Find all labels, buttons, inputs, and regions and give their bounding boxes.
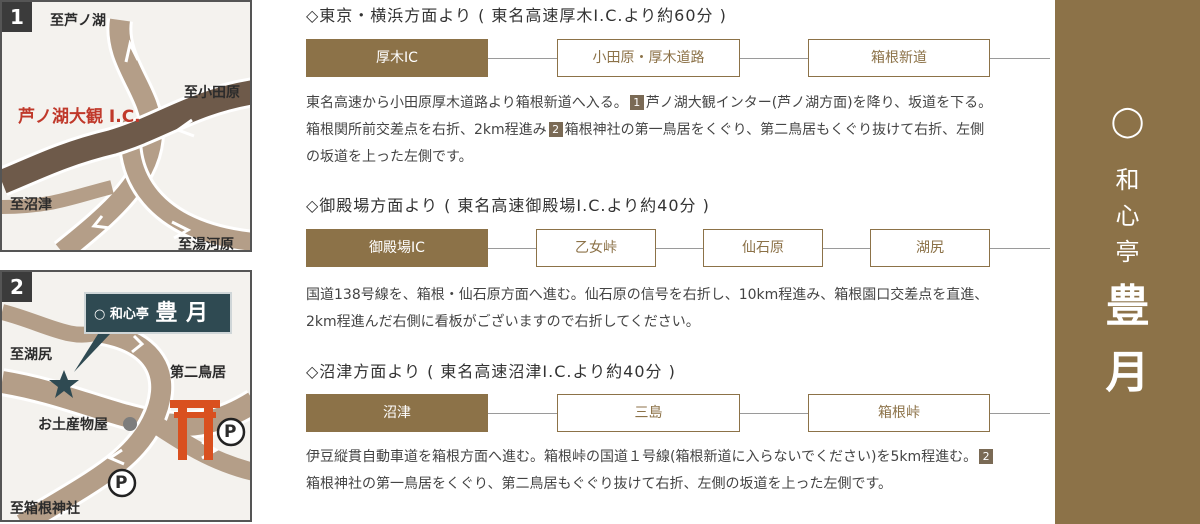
brand-name-small-1: 和: [1115, 166, 1140, 194]
brand-name-small-2: 心: [1115, 202, 1140, 230]
brand-name-big-1: 豊: [1105, 281, 1150, 332]
label-to-ashinoko: 至芦ノ湖: [50, 13, 106, 29]
route-1-step-2: 小田原・厚木道路: [557, 39, 740, 77]
sign-name-small: 和心亭: [109, 307, 149, 322]
route-3-description: 伊豆縦貫自動車道を箱根方面へ進む。箱根峠の国道１号線(箱根新道に入らないでくださ…: [306, 444, 996, 498]
route-2-step-4: 湖尻: [870, 229, 990, 267]
route-2-steps: 御殿場IC 乙女峠 仙石原 湖尻: [306, 229, 1050, 267]
route-1-desc-part: 箱根神社の第一鳥居をくぐり、第二鳥居もくぐり抜けて右折、左側の坂道を上った左側で…: [306, 122, 985, 165]
map-ref-2-badge: 2: [548, 122, 563, 137]
brand-panel: ◯ 和 心 亭 豊 月: [1055, 0, 1200, 524]
destination-star-icon: [49, 370, 79, 398]
route-2-desc-part: 国道138号線を、箱根・仙石原方面へ進む。仙石原の信号を右折し、10km程進み、…: [306, 287, 989, 330]
map-1-number: 1: [2, 2, 32, 32]
brand-name-big-2: 月: [1105, 347, 1150, 398]
route-3-desc-part: 伊豆縦貫自動車道を箱根方面へ進む。箱根峠の国道１号線(箱根新道に入らないでくださ…: [306, 449, 978, 465]
route-3-step-1: 沼津: [306, 394, 488, 432]
route-1-desc-part: 芦ノ湖大観インター(芦ノ湖方面)を降り、坂道を下る。箱根関所前交差点を右折、2k…: [306, 95, 993, 138]
label-to-kojiri: 至湖尻: [10, 347, 52, 363]
souvenir-shop-dot-icon: [123, 417, 137, 431]
map-ref-2-badge: 2: [979, 449, 994, 464]
label-to-odawara: 至小田原: [184, 85, 240, 101]
route-2-connector-line: [306, 248, 1050, 249]
parking-label-1: P: [224, 422, 237, 442]
route-2-step-1: 御殿場IC: [306, 229, 488, 267]
route-3-step-3: 箱根峠: [808, 394, 990, 432]
parking-icon-2: [107, 468, 137, 498]
route-2-step-2: 乙女峠: [536, 229, 656, 267]
sign-name-big-1: 豊: [155, 300, 178, 326]
route-3-step-2: 三島: [557, 394, 740, 432]
label-to-hakone-shrine: 至箱根神社: [10, 501, 80, 517]
route-3-steps: 沼津 三島 箱根峠: [306, 394, 1050, 432]
label-souvenir-shop: お土産物屋: [38, 417, 108, 433]
label-to-numazu: 至沼津: [10, 197, 52, 213]
brand-circle-mark: ◯: [1110, 104, 1145, 139]
label-second-torii: 第二鳥居: [170, 365, 226, 381]
route-1-step-1: 厚木IC: [306, 39, 488, 77]
label-to-yugawara: 至湯河原: [178, 237, 234, 252]
hotel-signboard: ○ 和心亭 豊 月: [84, 292, 232, 334]
route-2-description: 国道138号線を、箱根・仙石原方面へ進む。仙石原の信号を右折し、10km程進み、…: [306, 282, 996, 336]
route-3-desc-part: 箱根神社の第一鳥居をくぐり、第二鳥居もぐぐり抜けて右折、左側の坂道を上った左側で…: [306, 476, 893, 492]
route-1-steps: 厚木IC 小田原・厚木道路 箱根新道: [306, 39, 1050, 77]
sign-name-big-2: 月: [185, 300, 208, 326]
access-map-1: 1 至芦ノ湖 至小田原 至沼津 至湯河原 芦ノ湖大観 I.C.: [0, 0, 252, 252]
parking-icon-1: [216, 417, 246, 447]
ic-label-ashinoko-taikan: 芦ノ湖大観 I.C.: [18, 107, 141, 127]
torii-gate-icon: [170, 400, 220, 460]
route-1-step-3: 箱根新道: [808, 39, 990, 77]
parking-label-2: P: [115, 473, 128, 493]
map-ref-1-badge: 1: [629, 95, 644, 110]
route-1-heading: ◇東京・横浜方面より ( 東名高速厚木I.C.より約60分 ): [306, 6, 727, 25]
route-2-step-3: 仙石原: [703, 229, 823, 267]
map-1-roads: [2, 18, 250, 250]
map-2-number: 2: [2, 272, 32, 302]
route-2-heading: ◇御殿場方面より ( 東名高速御殿場I.C.より約40分 ): [306, 196, 710, 215]
sign-circle: ○: [94, 307, 106, 322]
map-2-roads: [2, 304, 250, 520]
route-3-heading: ◇沼津方面より ( 東名高速沼津I.C.より約40分 ): [306, 362, 676, 381]
brand-name-small-3: 亭: [1115, 238, 1140, 266]
access-map-2: 2 ○ 和心亭 豊 月 至湖尻 第二鳥居 お土産物屋 至箱根神社 P P: [0, 270, 252, 522]
route-1-desc-part: 東名高速から小田原厚木道路より箱根新道へ入る。: [306, 95, 628, 111]
